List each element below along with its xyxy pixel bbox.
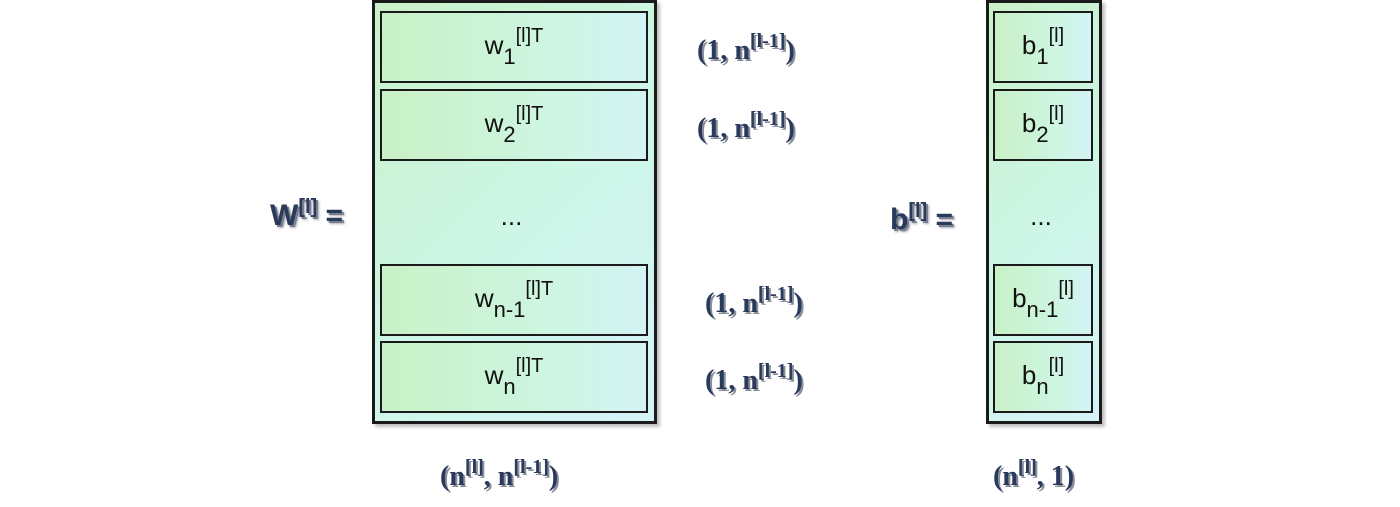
weight-shape-part-a: (n xyxy=(440,461,465,492)
bias-row-2-superscript: [l] xyxy=(1048,102,1065,125)
bias-row-2-subscript: 2 xyxy=(1036,121,1049,147)
weight-row-2-base: w xyxy=(484,107,504,138)
weight-row-2-shape: (1, n[l-1]) xyxy=(697,108,795,145)
bias-row-n-subscript: n xyxy=(1036,373,1049,399)
weight-matrix-equals: = xyxy=(317,199,344,232)
weight-row-2-shape-close: ) xyxy=(785,113,795,144)
weight-shape-superscript-b: [l-1] xyxy=(513,456,549,478)
bias-row-n-superscript: [l] xyxy=(1048,354,1065,377)
weight-row-n-minus-1-shape-text: (1, n xyxy=(705,288,758,319)
weight-row-1-shape: (1, n[l-1]) xyxy=(697,30,795,67)
weight-row-n-shape: (1, n[l-1]) xyxy=(705,360,803,397)
bias-row-2-base: b xyxy=(1021,107,1037,138)
weight-row-2-shape-text: (1, n xyxy=(697,113,750,144)
bias-row-1-base: b xyxy=(1021,29,1037,60)
weight-ellipsis: ... xyxy=(500,201,523,231)
weight-shape-part-b: , n xyxy=(483,461,514,492)
weight-row-1-shape-superscript: [l-1] xyxy=(749,30,786,52)
weight-row-n-minus-1-shape-close: ) xyxy=(793,288,803,319)
weight-row-n-minus-1: wn-1[l]T xyxy=(380,264,648,336)
weight-matrix: w1[l]T w2[l]T ... wn-1[l]T wn[l]T xyxy=(372,0,657,424)
weight-row-1-superscript: [l]T xyxy=(515,24,544,47)
bias-shape-superscript: [l] xyxy=(1017,456,1037,478)
weight-matrix-shape: (n[l], n[l-1]) xyxy=(440,456,558,493)
weight-matrix-symbol: W xyxy=(270,199,299,232)
weight-row-1: w1[l]T xyxy=(380,11,648,83)
weight-row-n: wn[l]T xyxy=(380,341,648,413)
bias-vector-shape: (n[l], 1) xyxy=(993,456,1074,493)
bias-row-n-minus-1-superscript: [l] xyxy=(1058,277,1074,300)
bias-vector-superscript: [l] xyxy=(908,200,928,222)
weight-row-n-minus-1-superscript: [l]T xyxy=(525,277,554,300)
weight-row-2-shape-superscript: [l-1] xyxy=(749,108,786,130)
bias-row-n-base: b xyxy=(1021,359,1037,390)
weight-row-n-subscript: n xyxy=(503,373,516,399)
weight-row-n-base: w xyxy=(484,359,504,390)
weight-row-n-shape-close: ) xyxy=(793,365,803,396)
bias-vector-equals: = xyxy=(927,203,954,236)
bias-vector-symbol: b xyxy=(890,203,909,236)
weight-row-2-subscript: 2 xyxy=(503,121,516,147)
bias-row-n: bn[l] xyxy=(993,341,1093,413)
bias-row-2: b2[l] xyxy=(993,89,1093,161)
weight-row-2-superscript: [l]T xyxy=(515,102,544,125)
bias-ellipsis: ... xyxy=(1030,201,1052,231)
weight-row-1-shape-text: (1, n xyxy=(697,35,750,66)
bias-row-1: b1[l] xyxy=(993,11,1093,83)
weight-row-1-subscript: 1 xyxy=(503,43,516,69)
weight-row-n-minus-1-shape: (1, n[l-1]) xyxy=(705,283,803,320)
weight-row-n-superscript: [l]T xyxy=(515,354,544,377)
bias-vector: b1[l] b2[l] ... bn-1[l] bn[l] xyxy=(986,0,1102,424)
weight-row-n-minus-1-base: w xyxy=(474,282,494,313)
bias-row-n-minus-1: bn-1[l] xyxy=(993,264,1093,336)
bias-row-1-superscript: [l] xyxy=(1048,24,1065,47)
weight-row-n-minus-1-shape-superscript: [l-1] xyxy=(757,283,794,305)
weight-row-1-shape-close: ) xyxy=(785,35,795,66)
weight-matrix-superscript: [l] xyxy=(298,196,318,218)
bias-row-1-subscript: 1 xyxy=(1036,43,1049,69)
bias-shape-part-b: , 1) xyxy=(1036,461,1075,492)
weight-row-n-shape-superscript: [l-1] xyxy=(757,360,794,382)
bias-row-n-minus-1-subscript: n-1 xyxy=(1026,296,1059,322)
weight-row-n-minus-1-subscript: n-1 xyxy=(493,296,526,322)
weight-row-1-base: w xyxy=(484,29,504,60)
bias-shape-part-a: (n xyxy=(993,461,1018,492)
weight-row-2: w2[l]T xyxy=(380,89,648,161)
bias-row-n-minus-1-base: b xyxy=(1012,282,1027,313)
weight-shape-superscript-a: [l] xyxy=(464,456,484,478)
weight-shape-close: ) xyxy=(548,461,559,492)
weight-matrix-label: W[l] = xyxy=(270,196,343,233)
weight-row-n-shape-text: (1, n xyxy=(705,365,758,396)
bias-vector-label: b[l] = xyxy=(890,200,953,237)
